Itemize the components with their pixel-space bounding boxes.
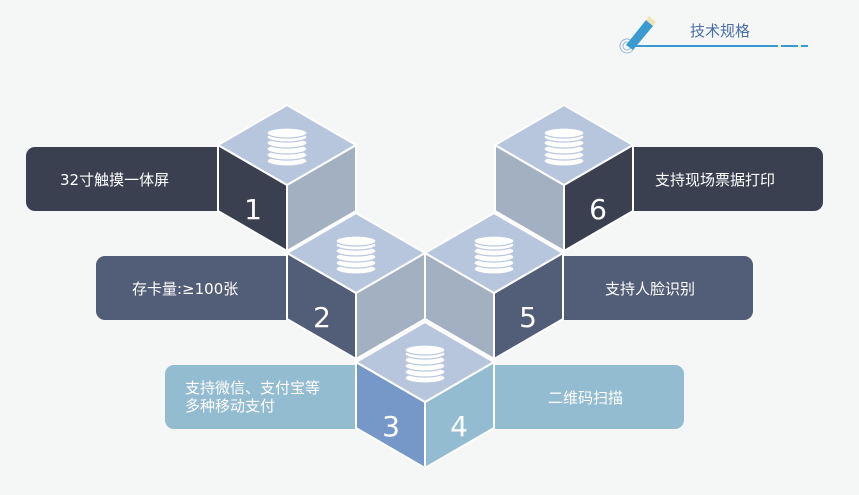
label-4-text: 二维码扫描 (548, 388, 624, 407)
label-5-text: 支持人脸识别 (605, 279, 696, 298)
cube-number-5: 5 (519, 301, 537, 334)
cube-number-4: 4 (450, 410, 468, 443)
label-6: 支持现场票据打印 (625, 147, 823, 211)
label-1-text: 32寸触摸一体屏 (60, 170, 170, 189)
label-2-text: 存卡量:≥100张 (132, 279, 239, 298)
database-icon (335, 235, 377, 275)
database-icon (543, 127, 585, 167)
database-icon (473, 235, 515, 275)
label-4: 二维码扫描 (486, 365, 684, 429)
cube: 5 (423, 211, 565, 361)
cube-number-6: 6 (589, 193, 607, 226)
cube-number-2: 2 (313, 301, 331, 334)
page-title: 技术规格 (690, 22, 751, 40)
cube-number-1: 1 (244, 193, 262, 226)
label-3-line1: 支持微信、支付宝等 (185, 379, 321, 397)
label-3: 支持微信、支付宝等多种移动支付 (165, 365, 365, 429)
label-2: 存卡量:≥100张 (96, 256, 296, 320)
cube: 2 (285, 211, 427, 361)
label-5: 支持人脸识别 (555, 256, 753, 320)
cube: 6 (493, 103, 635, 253)
database-icon (266, 127, 308, 167)
cube-number-3: 3 (382, 410, 400, 443)
label-3-line2: 多种移动支付 (185, 397, 276, 415)
pencil-icon (619, 16, 656, 54)
database-icon (404, 344, 446, 384)
label-1: 32寸触摸一体屏 (26, 147, 226, 211)
cube: 1 (216, 103, 358, 253)
label-6-text: 支持现场票据打印 (655, 170, 776, 189)
